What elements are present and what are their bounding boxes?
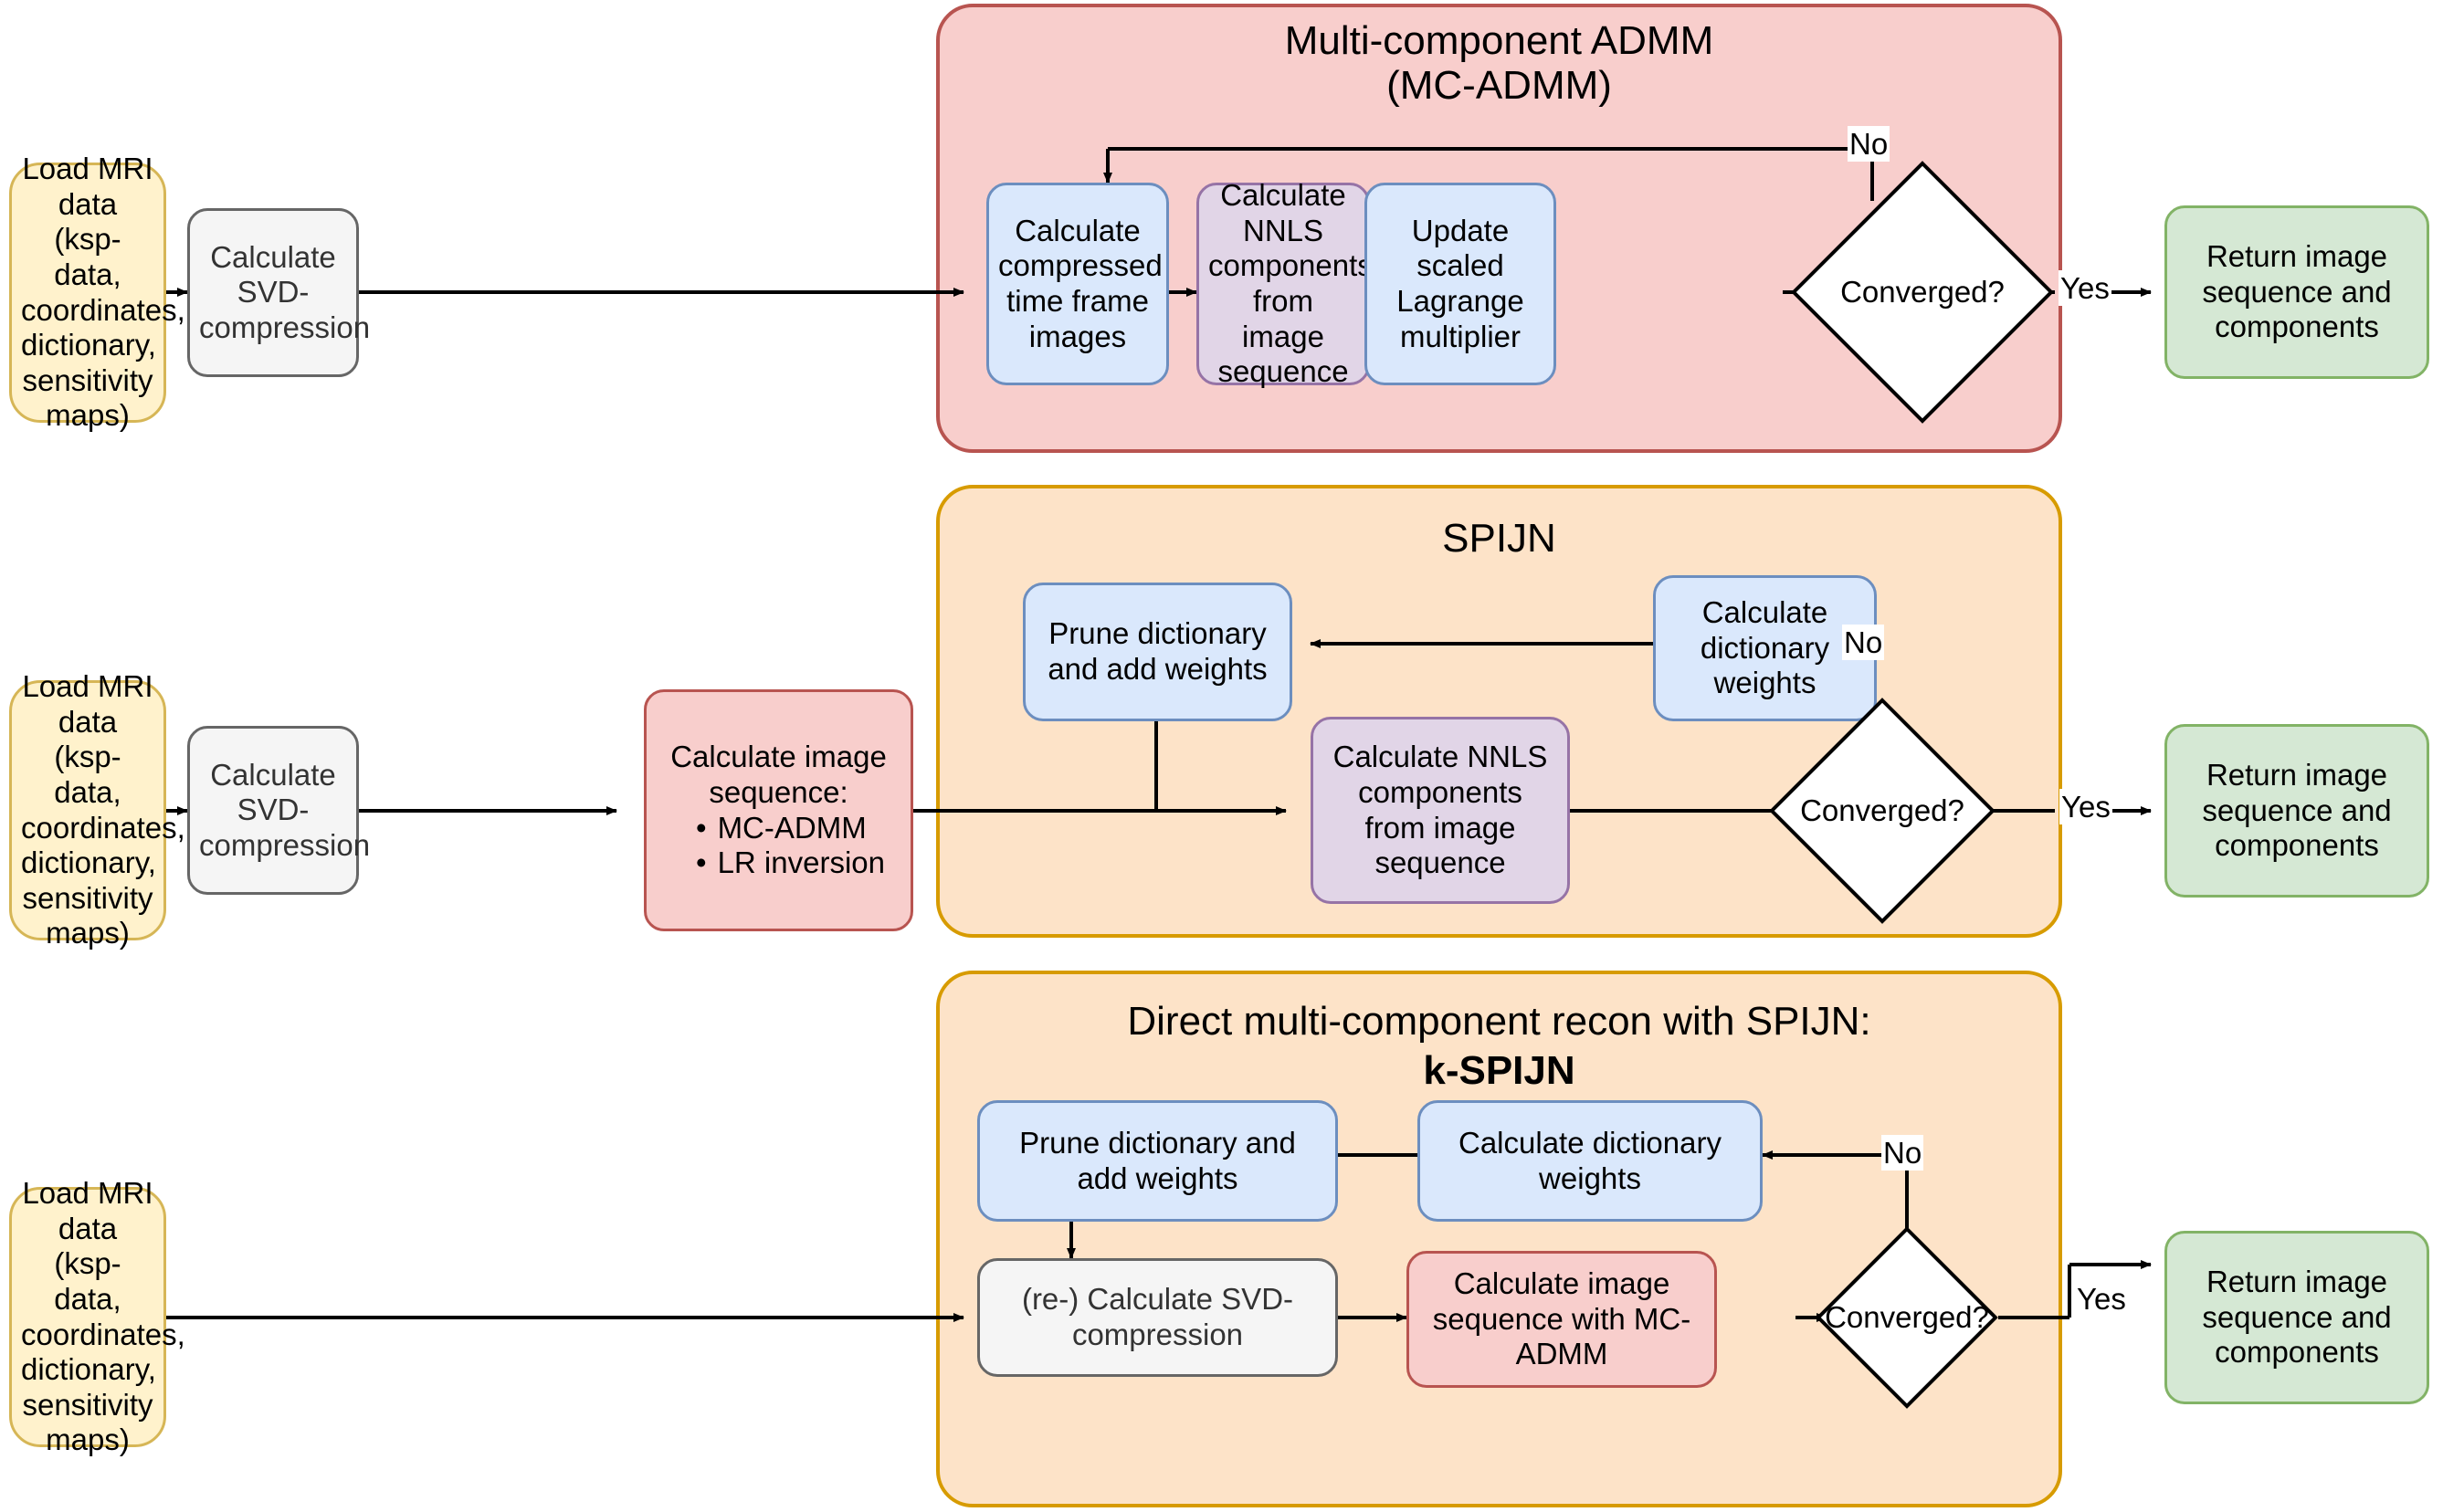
node-calculate-image-sequence-row2[interactable]: Calculate image sequence: MC-ADMM LR inv… — [644, 689, 913, 931]
node-label: Prune dictionary and add weights — [1048, 616, 1268, 686]
node-calculate-svd-compression-row2[interactable]: Calculate SVD- compression — [187, 726, 371, 895]
node-label: (re-) Calculate SVD- compression — [1021, 1282, 1294, 1351]
node-label: Calculate compressed time frame images — [998, 213, 1163, 353]
edge-label-yes-row3: Yes — [2077, 1282, 2126, 1316]
node-label: Load MRI data (ksp-data, coordinates, di… — [21, 152, 185, 433]
node-prune-dictionary-row2[interactable]: Prune dictionary and add weights — [1023, 583, 1292, 721]
node-update-scaled-lagrange-multiplier[interactable]: Update scaled Lagrange multiplier — [1364, 183, 1556, 385]
decision-label: Converged? — [1825, 1300, 1989, 1334]
node-label: Load MRI data (ksp-data, coordinates, di… — [21, 669, 185, 950]
bullet-item: MC-ADMM — [696, 811, 885, 846]
decision-label: Converged? — [1800, 793, 1964, 827]
edge-label-no-row3: No — [1881, 1135, 1924, 1171]
panel-title-k-spijn-line2: k-SPIJN — [1423, 1048, 1575, 1093]
node-calculate-dictionary-weights-row3[interactable]: Calculate dictionary weights — [1417, 1100, 1763, 1222]
node-label: Calculate NNLS components from image seq… — [1208, 178, 1373, 389]
node-label: Calculate SVD- compression — [199, 239, 371, 344]
bullet-item: LR inversion — [696, 845, 885, 881]
decision-converged-row1[interactable]: Converged? — [1790, 160, 2055, 425]
node-calculate-nnls-components-row1[interactable]: Calculate NNLS components from image seq… — [1196, 178, 1373, 388]
edge-label-no-row1: No — [1848, 126, 1890, 162]
node-calculate-compressed-time-frame-images[interactable]: Calculate compressed time frame images — [986, 183, 1169, 385]
node-label: Calculate dictionary weights — [1700, 595, 1830, 700]
node-prune-dictionary-row3[interactable]: Prune dictionary and add weights — [977, 1100, 1338, 1222]
node-label: Calculate SVD- compression — [199, 757, 371, 862]
node-label: Return image sequence and components — [2202, 239, 2392, 344]
node-label: Prune dictionary and add weights — [1019, 1125, 1296, 1195]
node-re-calculate-svd-compression-row3[interactable]: (re-) Calculate SVD- compression — [977, 1258, 1338, 1377]
node-calculate-nnls-components-row2[interactable]: Calculate NNLS components from image seq… — [1311, 717, 1570, 904]
panel-k-spijn — [936, 971, 2062, 1507]
node-load-mri-data-row1[interactable]: Load MRI data (ksp-data, coordinates, di… — [9, 152, 185, 432]
node-label: Return image sequence and components — [2202, 1265, 2392, 1370]
node-bullet-list: MC-ADMM LR inversion — [696, 811, 885, 881]
decision-converged-row2[interactable]: Converged? — [1768, 697, 1996, 925]
edge-label-yes-row1: Yes — [2059, 270, 2111, 306]
node-load-mri-data-row3[interactable]: Load MRI data (ksp-data, coordinates, di… — [9, 1176, 185, 1456]
node-calculate-dictionary-weights-row2[interactable]: Calculate dictionary weights — [1653, 575, 1877, 721]
panel-title-mc-admm: Multi-component ADMM (MC-ADMM) — [1284, 18, 1714, 109]
edge-label-yes-row2: Yes — [2059, 789, 2112, 824]
node-load-mri-data-row2[interactable]: Load MRI data (ksp-data, coordinates, di… — [9, 669, 185, 950]
node-label: Calculate NNLS components from image seq… — [1332, 740, 1548, 880]
node-return-image-sequence-row2[interactable]: Return image sequence and components — [2164, 724, 2429, 898]
node-return-image-sequence-row3[interactable]: Return image sequence and components — [2164, 1231, 2429, 1404]
panel-title-spijn: SPIJN — [1442, 516, 1556, 561]
decision-converged-row3[interactable]: Converged? — [1816, 1226, 1998, 1409]
node-label: Return image sequence and components — [2202, 758, 2392, 863]
node-label: Calculate image sequence: — [670, 740, 887, 809]
node-label: Calculate dictionary weights — [1458, 1125, 1722, 1195]
node-label: Update scaled Lagrange multiplier — [1396, 213, 1524, 353]
node-return-image-sequence-row1[interactable]: Return image sequence and components — [2164, 205, 2429, 379]
node-calculate-svd-compression-row1[interactable]: Calculate SVD- compression — [187, 208, 371, 377]
node-label: Calculate image sequence with MC- ADMM — [1432, 1266, 1691, 1371]
node-label: Load MRI data (ksp-data, coordinates, di… — [21, 1176, 185, 1457]
node-calculate-image-sequence-row3[interactable]: Calculate image sequence with MC- ADMM — [1406, 1251, 1717, 1388]
edge-label-no-row2: No — [1842, 625, 1885, 660]
decision-label: Converged? — [1840, 275, 2005, 309]
panel-title-k-spijn-line1: Direct multi-component recon with SPIJN: — [1127, 999, 1871, 1044]
